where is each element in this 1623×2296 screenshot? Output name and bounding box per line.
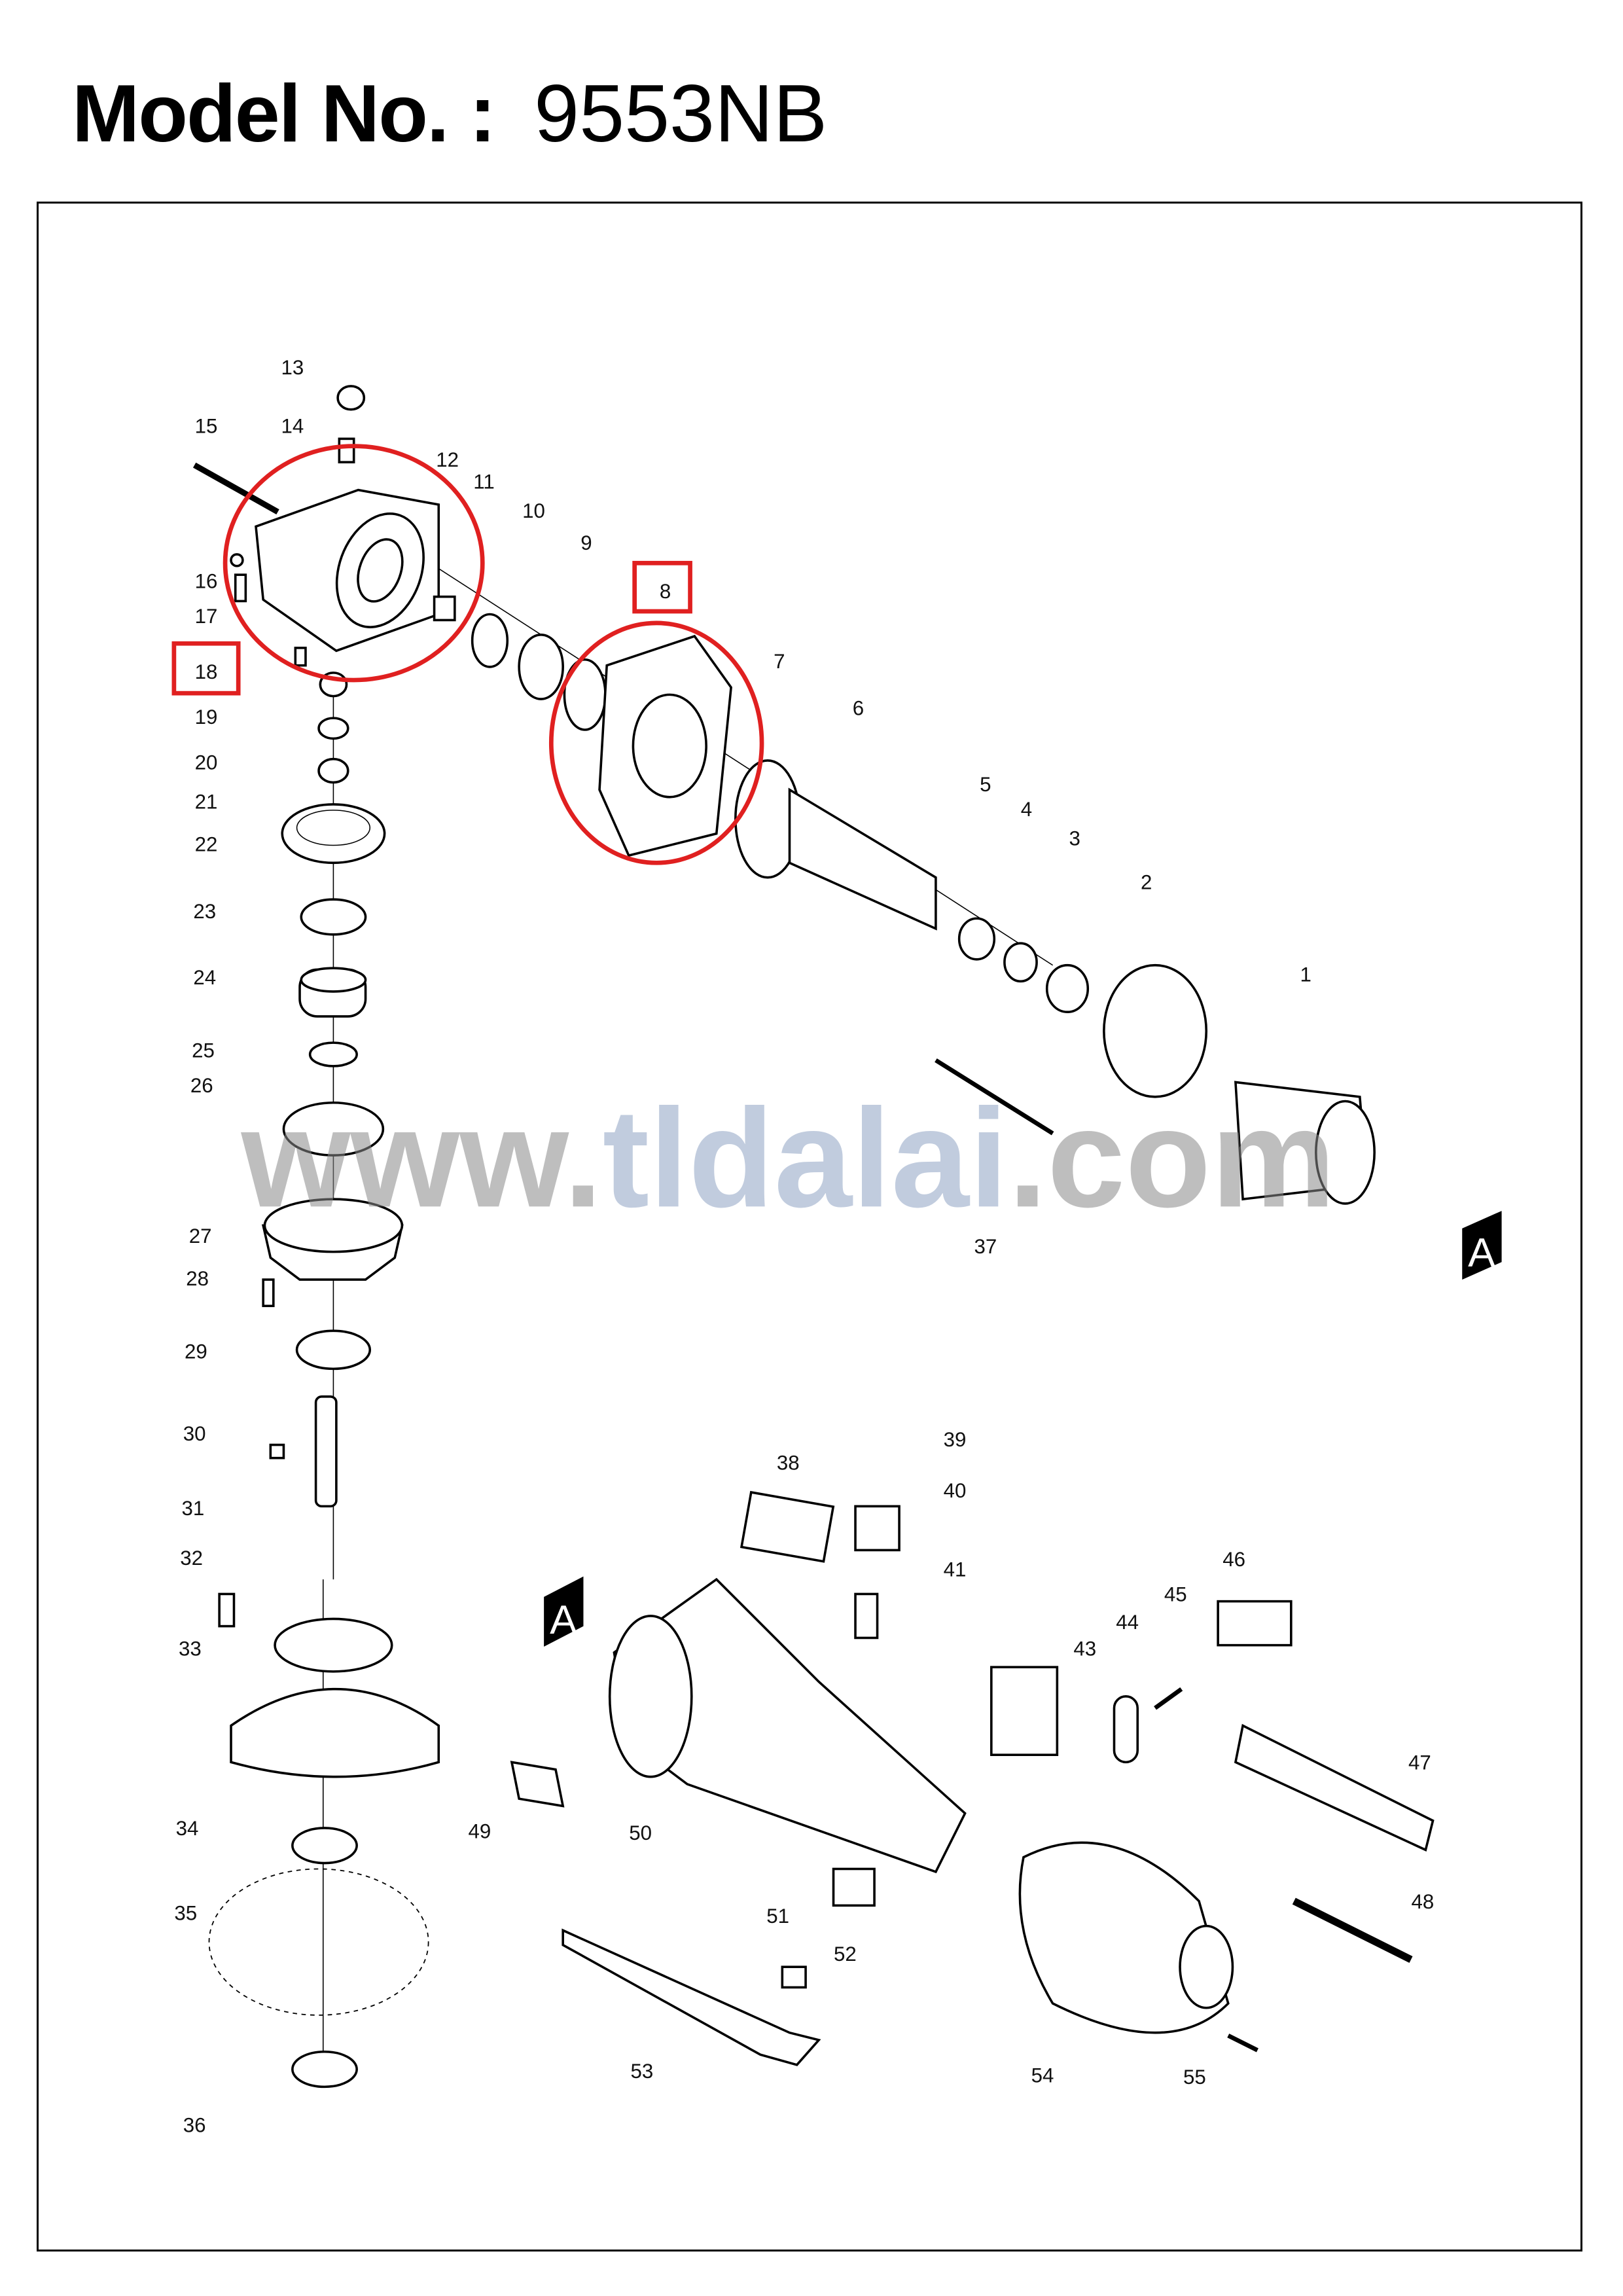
part-number-label-8: 8: [660, 580, 671, 603]
part-number-label-47: 47: [1408, 1751, 1431, 1774]
part-number-label-25: 25: [192, 1039, 215, 1062]
connector-mark-a-right: A: [1462, 1211, 1502, 1280]
part-number-label-11: 11: [473, 470, 494, 493]
part-number-label-37: 37: [974, 1235, 997, 1258]
model-label: Model No. :: [72, 69, 496, 159]
part-number-label-34: 34: [176, 1817, 199, 1840]
model-number: 9553NB: [534, 69, 828, 159]
part-number-label-19: 19: [195, 706, 218, 728]
part-number-label-21: 21: [195, 791, 218, 814]
part-number-label-14: 14: [281, 414, 304, 437]
part-number-label-51: 51: [766, 1905, 789, 1928]
part-number-label-41: 41: [944, 1558, 967, 1581]
part-number-label-2: 2: [1141, 871, 1152, 894]
part-number-label-27: 27: [189, 1225, 212, 1247]
part-number-label-22: 22: [195, 833, 218, 855]
highlight-circle-bearing-box: [548, 620, 764, 865]
part-number-label-29: 29: [185, 1340, 207, 1363]
small-parts-left: [218, 385, 404, 1628]
highlight-marks: [171, 444, 764, 865]
part-number-label-20: 20: [195, 751, 218, 774]
part-number-label-44: 44: [1116, 1611, 1139, 1634]
part-number-label-36: 36: [183, 2114, 206, 2137]
watermark: www.tldalai.com: [241, 1080, 1336, 1236]
part-number-label-35: 35: [174, 1902, 197, 1925]
part-number-label-4: 4: [1021, 798, 1032, 821]
armature-line-parts: [433, 595, 1376, 1205]
part-number-label-18: 18: [195, 660, 218, 683]
part-number-label-15: 15: [195, 414, 218, 437]
highlight-box-part-18: [171, 641, 241, 696]
highlight-box-part-8: [632, 560, 692, 614]
part-number-label-33: 33: [179, 1637, 202, 1660]
part-number-label-1: 1: [1300, 963, 1311, 986]
part-number-label-28: 28: [186, 1267, 209, 1290]
gear-housing: [255, 488, 440, 653]
part-number-label-30: 30: [183, 1422, 206, 1445]
part-number-label-12: 12: [436, 448, 459, 471]
part-number-label-43: 43: [1073, 1637, 1096, 1660]
part-number-label-38: 38: [777, 1452, 800, 1475]
part-number-label-49: 49: [468, 1820, 491, 1843]
part-number-label-50: 50: [629, 1821, 652, 1844]
part-number-label-48: 48: [1412, 1890, 1435, 1913]
part-number-label-32: 32: [180, 1547, 203, 1570]
part-number-label-23: 23: [193, 900, 216, 923]
part-number-label-16: 16: [195, 569, 218, 592]
part-number-label-52: 52: [834, 1943, 857, 1965]
part-number-label-9: 9: [580, 531, 592, 554]
connector-mark-a-left: A: [544, 1576, 584, 1647]
part-number-labels: 1234567891011121314151617181920212223242…: [174, 356, 1434, 2137]
part-number-label-10: 10: [522, 499, 545, 522]
diagram-frame: [37, 202, 1582, 2251]
part-number-label-39: 39: [944, 1428, 967, 1451]
part-number-label-45: 45: [1164, 1583, 1187, 1606]
part-number-label-46: 46: [1222, 1548, 1245, 1571]
part-number-label-24: 24: [193, 966, 216, 989]
part-number-label-17: 17: [195, 605, 218, 628]
part-number-label-5: 5: [980, 773, 991, 796]
part-number-label-26: 26: [190, 1074, 213, 1097]
part-number-label-53: 53: [630, 2060, 653, 2083]
part-number-label-7: 7: [774, 650, 785, 673]
screw-15: [192, 462, 279, 515]
part-number-label-40: 40: [944, 1479, 967, 1502]
part-number-label-3: 3: [1069, 827, 1080, 850]
wheel-guard: [208, 1617, 440, 2089]
connector-label-right: A: [1468, 1230, 1495, 1276]
part-number-label-6: 6: [853, 697, 864, 720]
part-number-label-31: 31: [182, 1497, 205, 1520]
part-number-label-55: 55: [1183, 2066, 1206, 2089]
part-number-label-54: 54: [1031, 2064, 1054, 2087]
part-number-label-13: 13: [281, 356, 304, 379]
page-title: Model No. :9553NB: [72, 73, 827, 154]
highlight-circle-gear-housing: [223, 444, 485, 683]
connector-label-left: A: [550, 1597, 577, 1643]
motor-housing-group: [510, 1490, 1435, 2066]
